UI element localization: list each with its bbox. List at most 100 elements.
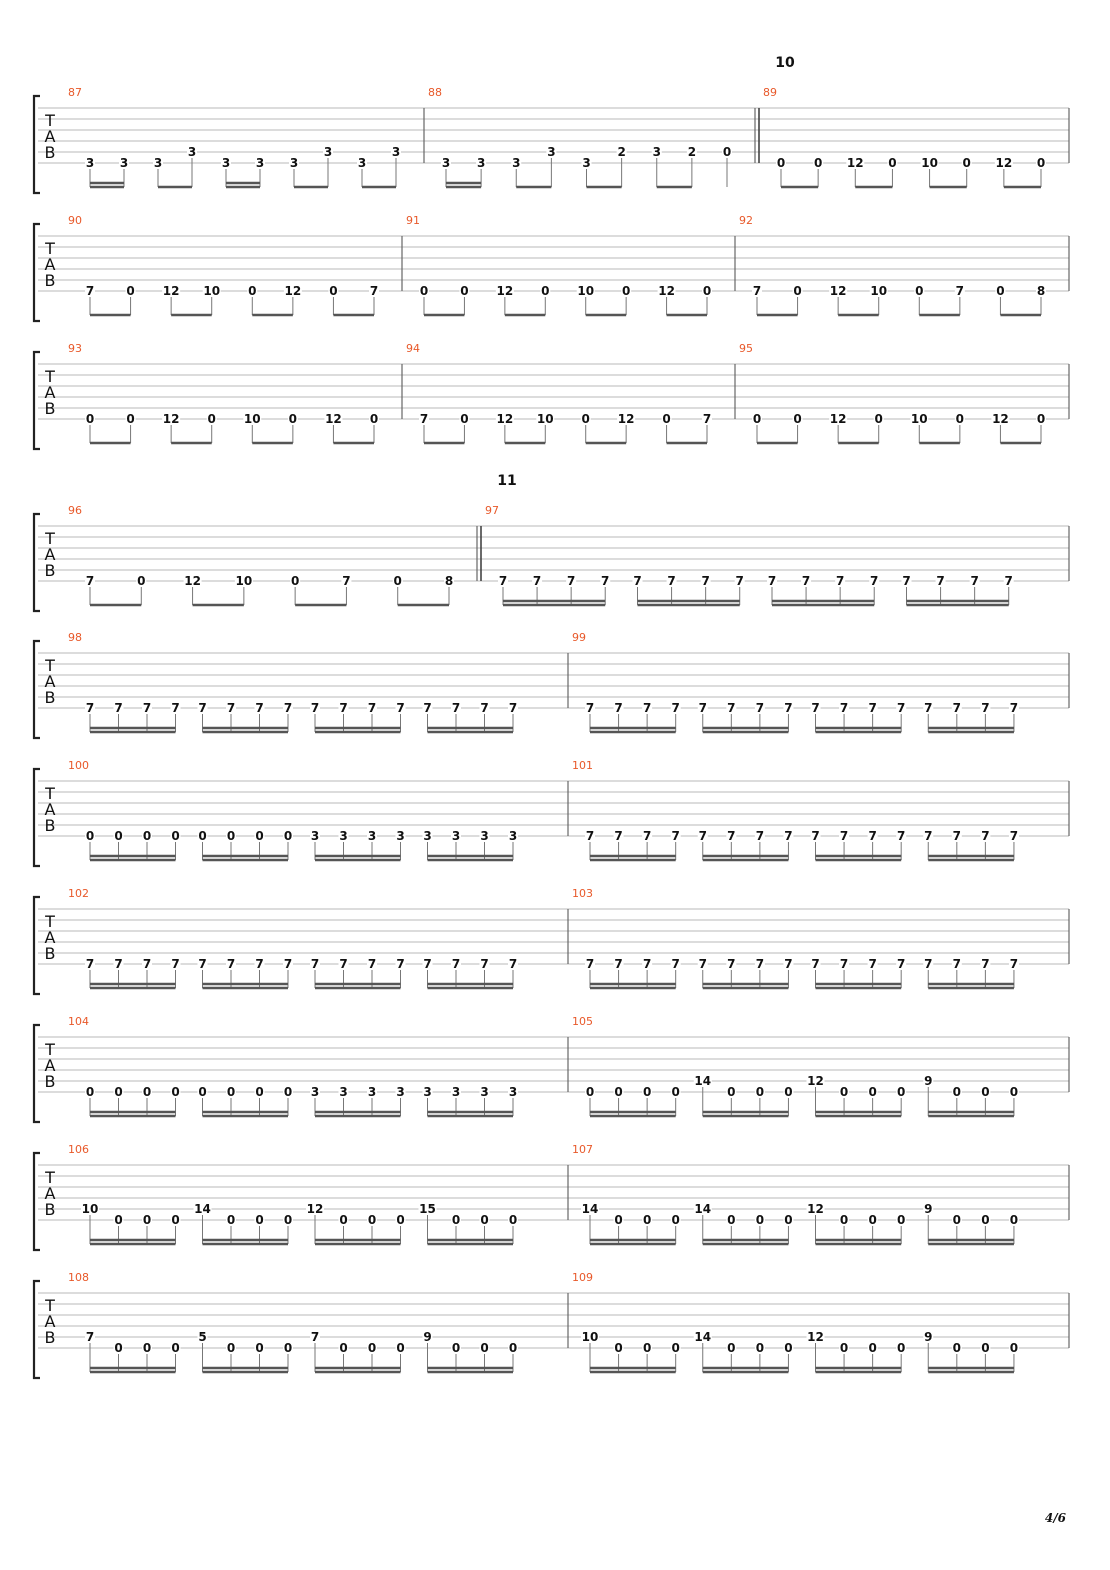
fret-background [546, 146, 557, 158]
fret-background [869, 285, 888, 297]
fret-background [162, 413, 181, 425]
fret-number: 0 [396, 1213, 404, 1227]
fret-number: 3 [392, 145, 400, 159]
fret-background [193, 1203, 212, 1215]
tab-clef-letter: T [44, 1168, 55, 1187]
fret-number: 7 [756, 957, 764, 971]
fret-number: 10 [870, 284, 887, 298]
fret-number: 7 [840, 957, 848, 971]
fret-number: 7 [368, 957, 376, 971]
fret-background [283, 1342, 293, 1354]
fret-number: 7 [981, 701, 989, 715]
fret-background [142, 958, 152, 970]
fret-number: 7 [86, 1330, 94, 1344]
fret-background [839, 830, 850, 842]
fret-background [202, 285, 221, 297]
fret-number: 0 [171, 1213, 179, 1227]
fret-background [806, 1331, 825, 1343]
fret-number: 8 [1037, 284, 1045, 298]
fret-number: 7 [227, 701, 235, 715]
fret-background [197, 1331, 208, 1343]
fret-number: 7 [784, 701, 792, 715]
fret-number: 3 [256, 156, 264, 170]
measure-number: 88 [428, 86, 442, 99]
fret-background [422, 830, 433, 842]
tab-clef-letter: T [44, 111, 55, 130]
fret-number: 0 [126, 284, 134, 298]
fret-background [479, 1342, 490, 1354]
fret-background [540, 285, 551, 297]
fret-number: 0 [284, 829, 292, 843]
fret-number: 0 [723, 145, 731, 159]
fret-background [170, 1342, 181, 1354]
fret-background [81, 1203, 99, 1215]
fret-background [621, 285, 632, 297]
fret-number: 7 [672, 957, 680, 971]
fret-background [693, 1331, 712, 1343]
fret-number: 0 [963, 156, 971, 170]
fret-background [980, 958, 991, 970]
fret-background [357, 157, 367, 169]
fret-number: 0 [840, 1213, 848, 1227]
fret-number: 3 [188, 145, 196, 159]
fret-background [395, 1214, 406, 1226]
fret-number: 14 [694, 1330, 711, 1344]
fret-background [113, 1086, 124, 1098]
fret-background [642, 1086, 653, 1098]
fret-background [585, 1086, 595, 1098]
fret-number: 7 [667, 574, 675, 588]
fret-number: 0 [339, 1341, 347, 1355]
tab-clef-letter: A [45, 672, 56, 691]
fret-background [670, 1342, 681, 1354]
fret-background [1036, 157, 1046, 169]
fret-number: 0 [227, 1085, 235, 1099]
fret-background [600, 575, 611, 587]
fret-number: 7 [423, 957, 431, 971]
fret-number: 0 [137, 574, 145, 588]
measure-number: 91 [406, 214, 420, 227]
fret-background [328, 285, 339, 297]
fret-number: 3 [86, 156, 94, 170]
fret-number: 0 [727, 1341, 735, 1355]
fret-background [369, 285, 379, 297]
fret-background [367, 958, 377, 970]
fret-number: 7 [811, 957, 819, 971]
fret-background [1003, 575, 1014, 587]
fret-number: 7 [633, 574, 641, 588]
fret-background [702, 285, 712, 297]
fret-background [896, 1214, 907, 1226]
fret-background [994, 157, 1013, 169]
fret-background [142, 702, 152, 714]
fret-number: 0 [291, 574, 299, 588]
fret-background [197, 702, 208, 714]
fret-number: 7 [736, 574, 744, 588]
fret-background [113, 830, 124, 842]
fret-background [810, 702, 821, 714]
fret-background [1008, 1214, 1019, 1226]
fret-background [896, 958, 907, 970]
fret-number: 12 [163, 284, 180, 298]
fret-number: 7 [643, 829, 651, 843]
fret-background [726, 830, 737, 842]
fret-background [142, 1342, 152, 1354]
fret-number: 7 [370, 284, 378, 298]
fret-background [283, 1214, 293, 1226]
fret-background [666, 575, 677, 587]
fret-number: 7 [227, 957, 235, 971]
fret-number: 0 [255, 1213, 263, 1227]
measure-number: 97 [485, 504, 499, 517]
fret-background [511, 157, 522, 169]
fret-background [255, 157, 265, 169]
fret-number: 3 [368, 829, 376, 843]
fret-background [283, 285, 302, 297]
tab-clef-letter: T [44, 529, 55, 548]
fret-background [495, 285, 514, 297]
fret-number: 0 [897, 1085, 905, 1099]
fret-number: 15 [419, 1202, 436, 1216]
fret-number: 12 [325, 412, 342, 426]
fret-number: 12 [992, 412, 1009, 426]
fret-background [792, 285, 803, 297]
